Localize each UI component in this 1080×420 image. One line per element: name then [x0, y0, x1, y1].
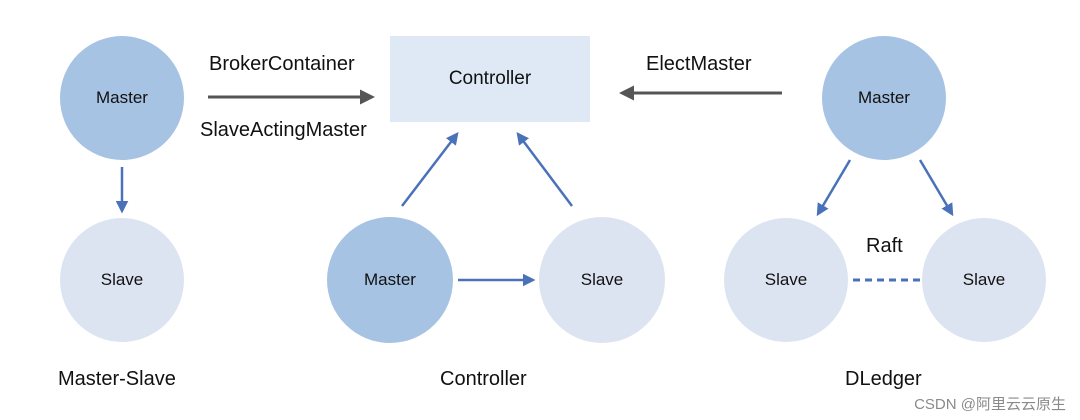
- right-master-node: Master: [822, 36, 946, 160]
- right-slave-right-node: Slave: [922, 218, 1046, 342]
- left-slave-node: Slave: [60, 218, 184, 342]
- caption-master-slave: Master-Slave: [58, 368, 176, 390]
- caption-dledger: DLedger: [845, 368, 922, 390]
- caption-controller: Controller: [440, 368, 527, 390]
- raft-label: Raft: [866, 235, 903, 257]
- mid-master-node: Master: [327, 217, 453, 343]
- right-slave-left-node: Slave: [724, 218, 848, 342]
- slave-acting-master-label: SlaveActingMaster: [200, 119, 367, 141]
- watermark: CSDN @阿里云云原生: [914, 396, 1066, 413]
- arrow-right-master-to-right-slave: [918, 159, 954, 217]
- arrow-mid-master-to-controller: [401, 132, 459, 207]
- left-master-node: Master: [60, 36, 184, 160]
- controller-box: Controller: [390, 36, 590, 122]
- elect-master-label: ElectMaster: [646, 53, 752, 75]
- mid-slave-node: Slave: [539, 217, 665, 343]
- broker-container-label: BrokerContainer: [209, 53, 355, 75]
- arrow-right-master-to-left-slave: [816, 159, 852, 217]
- arrow-mid-slave-to-controller: [516, 132, 573, 207]
